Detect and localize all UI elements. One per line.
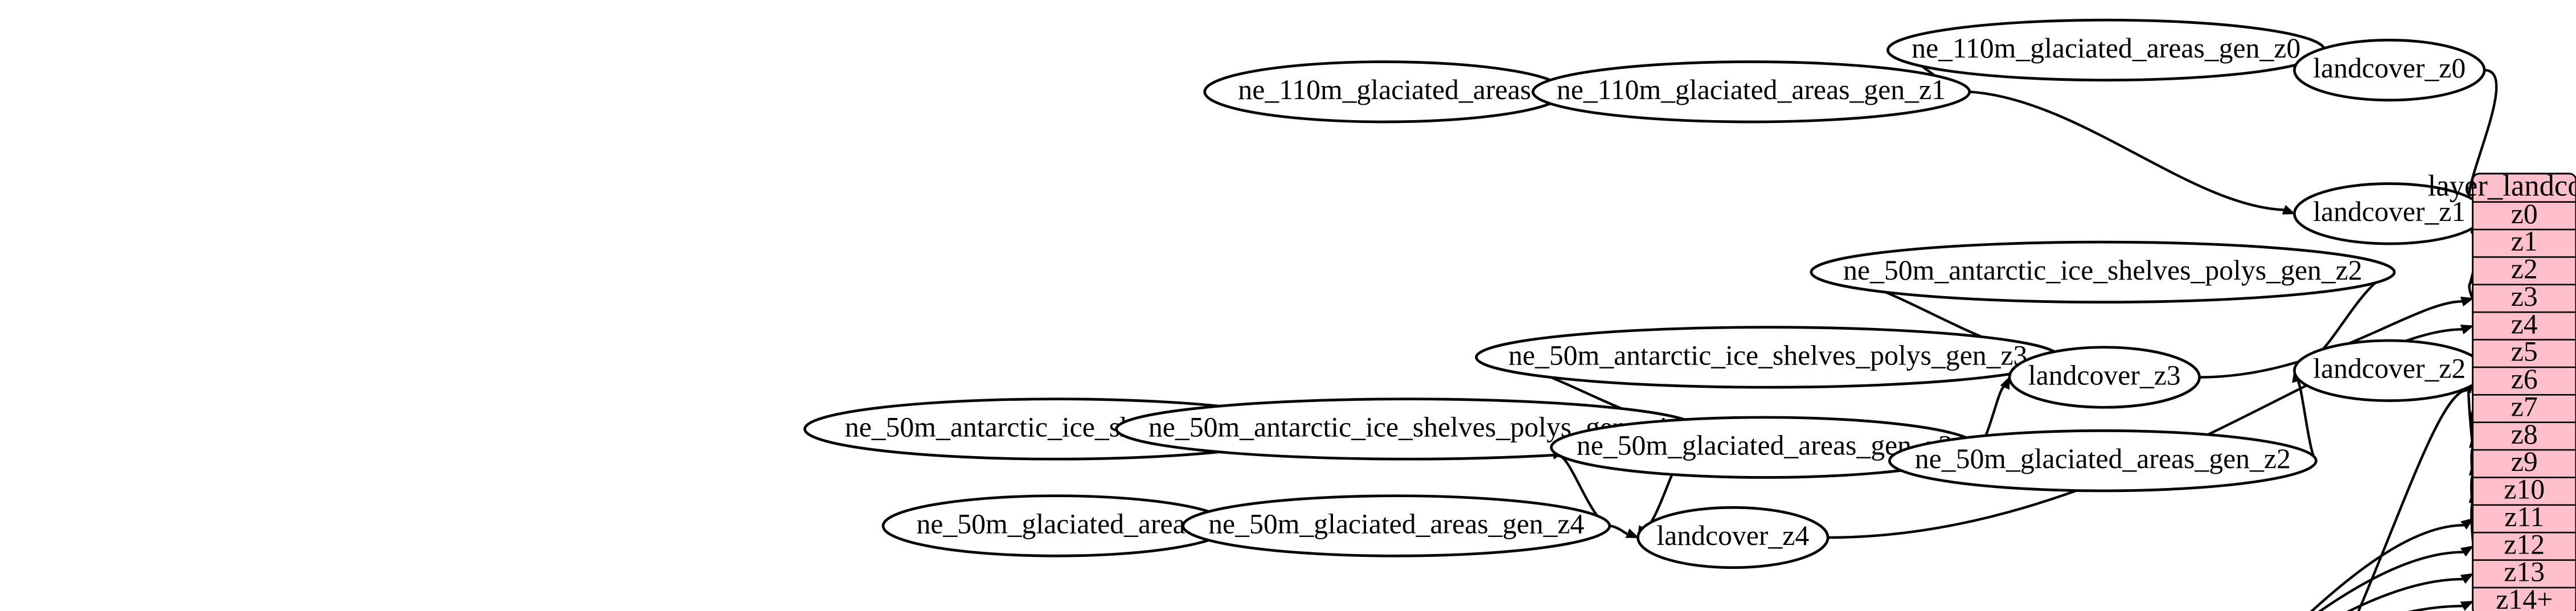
- node-shape-landcover_z4: [1636, 506, 1830, 569]
- table-row-z14plus[interactable]: z14+: [2496, 584, 2553, 611]
- node-shape-ne_50m_antarctic_ice_shelves_polys_gen_z2: [1810, 240, 2396, 304]
- table-row-z4[interactable]: z4: [2511, 308, 2538, 339]
- node-label-ne_50m_glaciated_areas_gen_z2: ne_50m_glaciated_areas_gen_z2: [1915, 443, 2291, 474]
- arrowhead-ne_50m_glaciated_areas_gen_z3-to-landcover_z3: [2000, 376, 2011, 390]
- node-label-landcover_z2: landcover_z2: [2313, 353, 2466, 384]
- edge-ne_50m_glaciated_areas_gen_z4-to-landcover_z4: [1609, 524, 1630, 536]
- table-row-z6[interactable]: z6: [2511, 363, 2538, 395]
- table-row-z7[interactable]: z7: [2511, 391, 2538, 422]
- table-row-z0[interactable]: z0: [2511, 198, 2538, 229]
- arrowhead-osm_landcover_gen_z13-to-layer_landcover_z13: [2460, 573, 2474, 584]
- node-ne_50m_glaciated_areas_gen_z4[interactable]: ne_50m_glaciated_areas_gen_z4: [1182, 494, 1611, 557]
- node-label-ne_110m_glaciated_areas_gen_z0: ne_110m_glaciated_areas_gen_z0: [1912, 32, 2300, 64]
- arrowhead-ne_110m_glaciated_areas_gen_z1-to-landcover_z1: [2282, 204, 2296, 215]
- node-label-landcover_z4: landcover_z4: [1656, 520, 1809, 551]
- table-row-z13[interactable]: z13: [2504, 556, 2545, 588]
- arrowhead-landcover_z4-to-layer_landcover_z4: [2460, 325, 2474, 335]
- node-landcover_z2[interactable]: landcover_z2: [2293, 339, 2486, 402]
- node-label-ne_50m_antarctic_ice_shelves_polys_gen_z2: ne_50m_antarctic_ice_shelves_polys_gen_z…: [1843, 255, 2362, 286]
- edge-osm_landcover_gen_z13-to-layer_landcover_z13: [2346, 577, 2463, 611]
- table-row-z10[interactable]: z10: [2504, 474, 2545, 505]
- arrowhead-osm_landcover_gen_z12-to-layer_landcover_z12: [2460, 546, 2474, 557]
- node-ne_50m_glaciated_areas_gen_z2[interactable]: ne_50m_glaciated_areas_gen_z2: [1888, 429, 2317, 493]
- nodes-layer: imposm3osm_landcover_polygonsimplify_vw_…: [803, 18, 2486, 569]
- node-label-ne_50m_glaciated_areas: ne_50m_glaciated_areas: [916, 508, 1196, 539]
- node-label-ne_50m_antarctic_ice_shelves_polys_gen_z3: ne_50m_antarctic_ice_shelves_polys_gen_z…: [1508, 339, 2028, 371]
- node-landcover_z0[interactable]: landcover_z0: [2293, 39, 2486, 102]
- node-landcover_z1[interactable]: landcover_z1: [2293, 182, 2486, 245]
- table-header-label: layer_landcover: [2428, 169, 2576, 202]
- table-row-z5[interactable]: z5: [2511, 336, 2538, 367]
- node-label-landcover_z0: landcover_z0: [2313, 52, 2466, 84]
- edge-osm_landcover_gen_z11-to-layer_landcover_z11: [2310, 524, 2464, 611]
- node-shape-ne_50m_glaciated_areas_gen_z4: [1182, 494, 1611, 557]
- table-row-z9[interactable]: z9: [2511, 446, 2538, 477]
- node-landcover_z3[interactable]: landcover_z3: [2008, 346, 2201, 409]
- node-ne_50m_antarctic_ice_shelves_polys_gen_z3[interactable]: ne_50m_antarctic_ice_shelves_polys_gen_z…: [1475, 326, 2061, 389]
- node-ne_50m_glaciated_areas[interactable]: ne_50m_glaciated_areas: [881, 494, 1231, 557]
- table-row-z8[interactable]: z8: [2511, 419, 2538, 450]
- table-row-z1[interactable]: z1: [2511, 225, 2538, 257]
- edge-landcover_z6-to-layer_landcover_z6: [2357, 389, 2467, 611]
- table-row-z11[interactable]: z11: [2504, 501, 2544, 532]
- arrowhead-osm_landcover_gen_z11-to-layer_landcover_z11: [2460, 518, 2474, 530]
- node-shape-landcover_z3: [2008, 346, 2201, 409]
- edge-osm_landcover_polygon-to-layer_landcover_z14: [2407, 605, 2463, 611]
- node-label-landcover_z3: landcover_z3: [2028, 359, 2181, 391]
- edge-ne_110m_glaciated_areas_gen_z1-to-landcover_z1: [1969, 91, 2284, 211]
- node-ne_50m_antarctic_ice_shelves_polys_gen_z2[interactable]: ne_50m_antarctic_ice_shelves_polys_gen_z…: [1810, 240, 2396, 304]
- node-landcover_z4[interactable]: landcover_z4: [1636, 506, 1830, 569]
- arrowhead-landcover_z3-to-layer_landcover_z3: [2460, 296, 2474, 307]
- table-row-z3[interactable]: z3: [2511, 281, 2538, 312]
- node-shape-ne_50m_glaciated_areas_gen_z2: [1888, 429, 2317, 493]
- layer-landcover-table: layer_landcoverz0z1z2z3z4z5z6z7z8z9z10z1…: [2428, 169, 2576, 611]
- node-label-ne_110m_glaciated_areas: ne_110m_glaciated_areas: [1238, 74, 1531, 105]
- node-shape-landcover_z0: [2293, 39, 2486, 102]
- node-ne_110m_glaciated_areas_gen_z0[interactable]: ne_110m_glaciated_areas_gen_z0: [1886, 18, 2326, 82]
- node-label-ne_50m_glaciated_areas_gen_z3: ne_50m_glaciated_areas_gen_z3: [1577, 430, 1952, 461]
- node-ne_110m_glaciated_areas_gen_z1[interactable]: ne_110m_glaciated_areas_gen_z1: [1531, 60, 1971, 124]
- node-label-landcover_z1: landcover_z1: [2313, 196, 2466, 227]
- table-row-z12[interactable]: z12: [2504, 528, 2545, 560]
- node-ne_50m_glaciated_areas_gen_z3[interactable]: ne_50m_glaciated_areas_gen_z3: [1550, 416, 1979, 479]
- edge-landcover_z3-to-layer_landcover_z3: [2199, 300, 2463, 379]
- node-shape-ne_110m_glaciated_areas_gen_z1: [1531, 60, 1971, 124]
- table-row-z2[interactable]: z2: [2511, 253, 2538, 285]
- node-ne_110m_glaciated_areas[interactable]: ne_110m_glaciated_areas: [1203, 60, 1566, 124]
- node-label-ne_110m_glaciated_areas_gen_z1: ne_110m_glaciated_areas_gen_z1: [1557, 74, 1946, 105]
- arrowhead-osm_landcover_polygon-to-layer_landcover_z14: [2460, 601, 2474, 611]
- node-label-ne_50m_glaciated_areas_gen_z4: ne_50m_glaciated_areas_gen_z4: [1208, 508, 1584, 539]
- arrowhead-ne_50m_glaciated_areas_gen_z4-to-landcover_z4: [1625, 528, 1639, 538]
